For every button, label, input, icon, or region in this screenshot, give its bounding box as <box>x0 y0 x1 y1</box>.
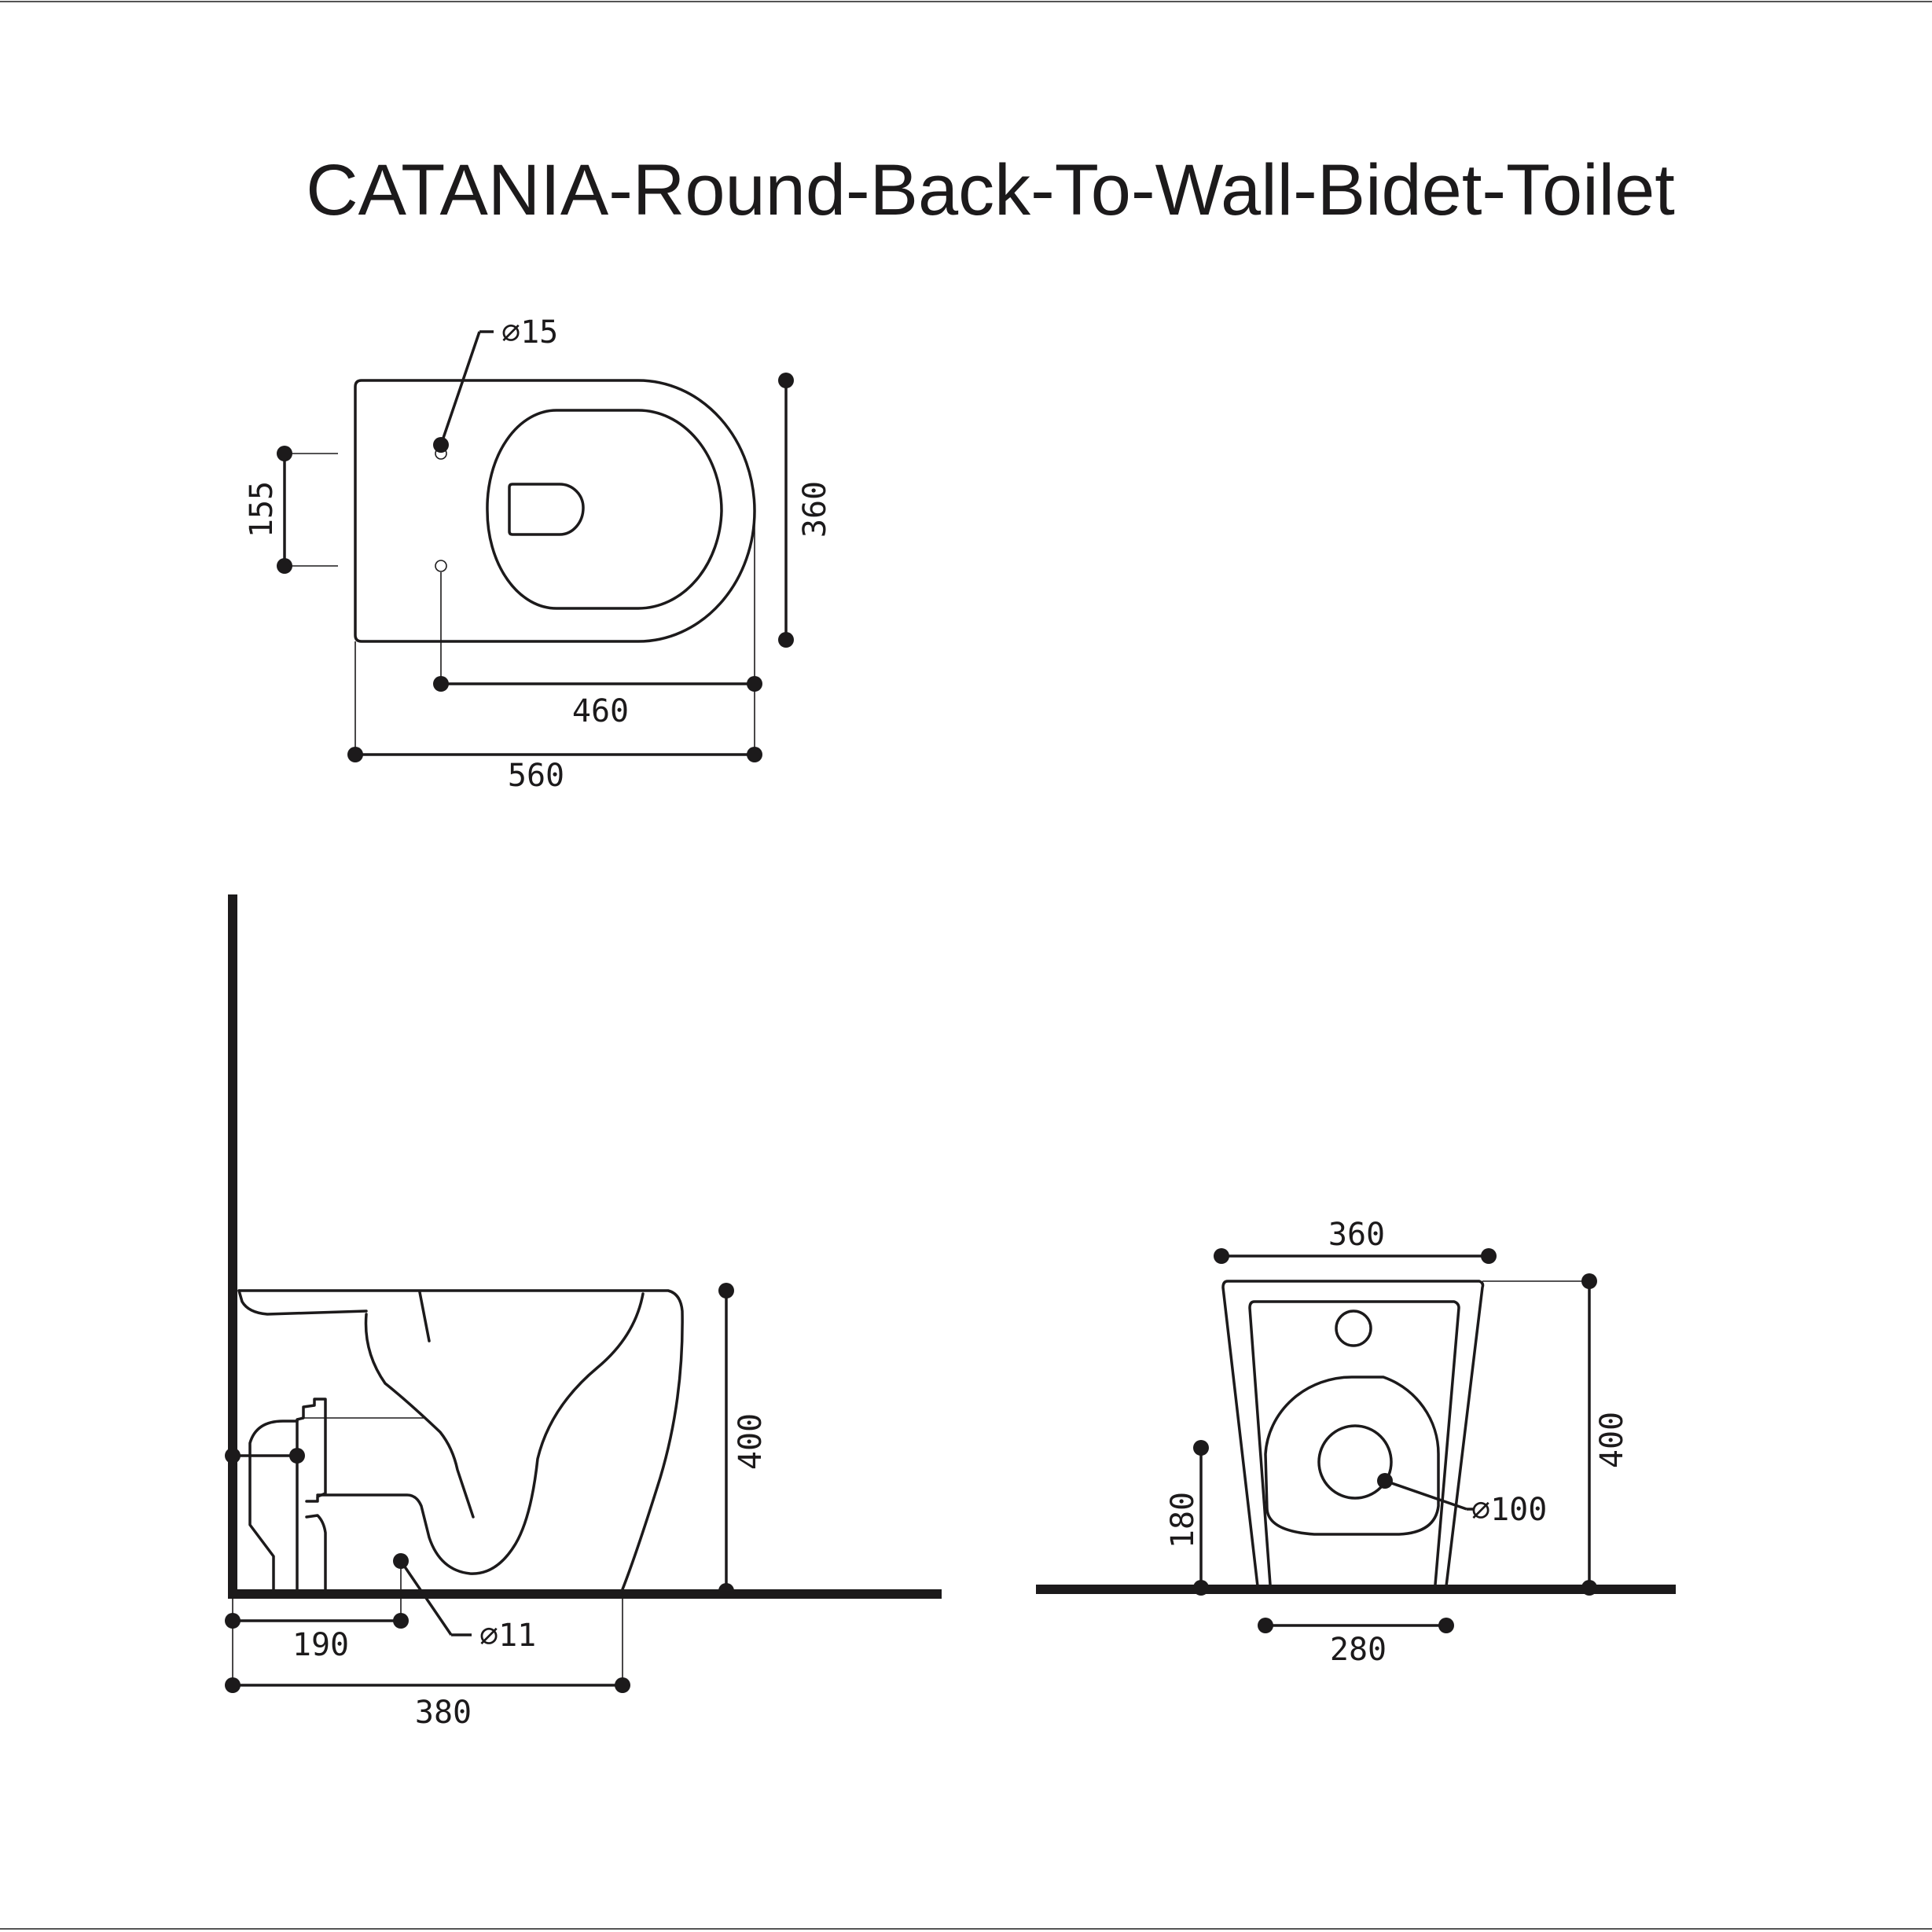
dim-label-depth: 360 <box>797 481 833 538</box>
side-bowl-back <box>316 1292 645 1575</box>
dim-dot <box>289 1448 305 1464</box>
dim-label-side-height: 400 <box>733 1413 769 1470</box>
side-outlet-pipe <box>248 1420 299 1591</box>
dim-dot <box>615 1677 630 1693</box>
side-view: 400 ∅11 190 380 <box>225 894 942 1731</box>
front-bowl-opening <box>1317 1424 1393 1500</box>
dim-label-front-outlet-height: 180 <box>1165 1492 1201 1548</box>
plan-bowl-opening <box>508 483 585 536</box>
side-seat <box>237 1289 368 1316</box>
dim-label-outlet-offset: 190 <box>292 1627 349 1663</box>
dim-dot <box>225 1677 241 1693</box>
outlet-diameter-label: ∅11 <box>479 1618 536 1654</box>
dim-label-base-length: 380 <box>415 1695 472 1731</box>
dim-dot <box>225 1613 241 1629</box>
dim-dot <box>433 676 449 692</box>
hole-leader-line <box>439 331 481 446</box>
bowl-diameter-label: ∅100 <box>1471 1492 1547 1528</box>
dim-dot <box>1581 1580 1597 1596</box>
front-spray-hole <box>1335 1309 1372 1347</box>
dim-dot <box>747 676 762 692</box>
side-body-outline <box>237 1289 684 1591</box>
bowl-leader-dot <box>1377 1473 1393 1489</box>
front-inner-panel <box>1248 1300 1460 1586</box>
hole-leader-dot <box>433 437 449 453</box>
plan-view: ∅15 155 360 460 560 <box>244 314 833 794</box>
dim-label-inner-length: 460 <box>572 693 629 729</box>
drawing-title: CATANIA-Round-Back-To-Wall-Bidet-Toilet <box>306 150 1675 230</box>
dim-dot <box>277 558 292 574</box>
front-view: ∅100 360 400 180 280 <box>1036 1217 1676 1668</box>
dim-dot <box>1193 1440 1209 1456</box>
dim-dot <box>778 632 794 648</box>
dim-dot <box>718 1283 734 1298</box>
dim-dot <box>1581 1273 1597 1289</box>
dim-label-front-height: 400 <box>1594 1412 1630 1468</box>
dim-dot <box>747 747 762 762</box>
dim-dot <box>347 747 363 762</box>
outlet-leader-dot <box>393 1553 409 1569</box>
fixing-hole-bottom <box>435 560 447 572</box>
side-bowl-shelf <box>418 1291 431 1342</box>
outlet-leader-line <box>399 1560 453 1636</box>
dim-dot <box>1214 1248 1229 1264</box>
side-bowl-front <box>364 1313 475 1519</box>
dim-dot <box>1481 1248 1497 1264</box>
dim-dot <box>277 446 292 461</box>
plan-bowl-rim <box>486 409 723 610</box>
bowl-leader-line <box>1384 1479 1467 1511</box>
dim-dot <box>1193 1580 1209 1596</box>
dim-dot <box>718 1583 734 1599</box>
front-body-outline <box>1221 1280 1485 1588</box>
dim-dot <box>778 373 794 388</box>
dim-dot <box>1438 1618 1454 1633</box>
side-trap <box>296 1398 327 1591</box>
dim-dot <box>1258 1618 1273 1633</box>
dim-label-front-top-width: 360 <box>1328 1217 1385 1253</box>
front-seat <box>1264 1376 1440 1536</box>
dim-label-hole-spacing: 155 <box>244 481 280 538</box>
hole-diameter-label: ∅15 <box>501 314 558 351</box>
plan-outline <box>354 379 756 643</box>
dim-dot <box>225 1448 241 1464</box>
dim-dot <box>393 1613 409 1629</box>
dim-label-front-base-width: 280 <box>1330 1632 1387 1668</box>
dim-label-total-length: 560 <box>508 758 564 794</box>
